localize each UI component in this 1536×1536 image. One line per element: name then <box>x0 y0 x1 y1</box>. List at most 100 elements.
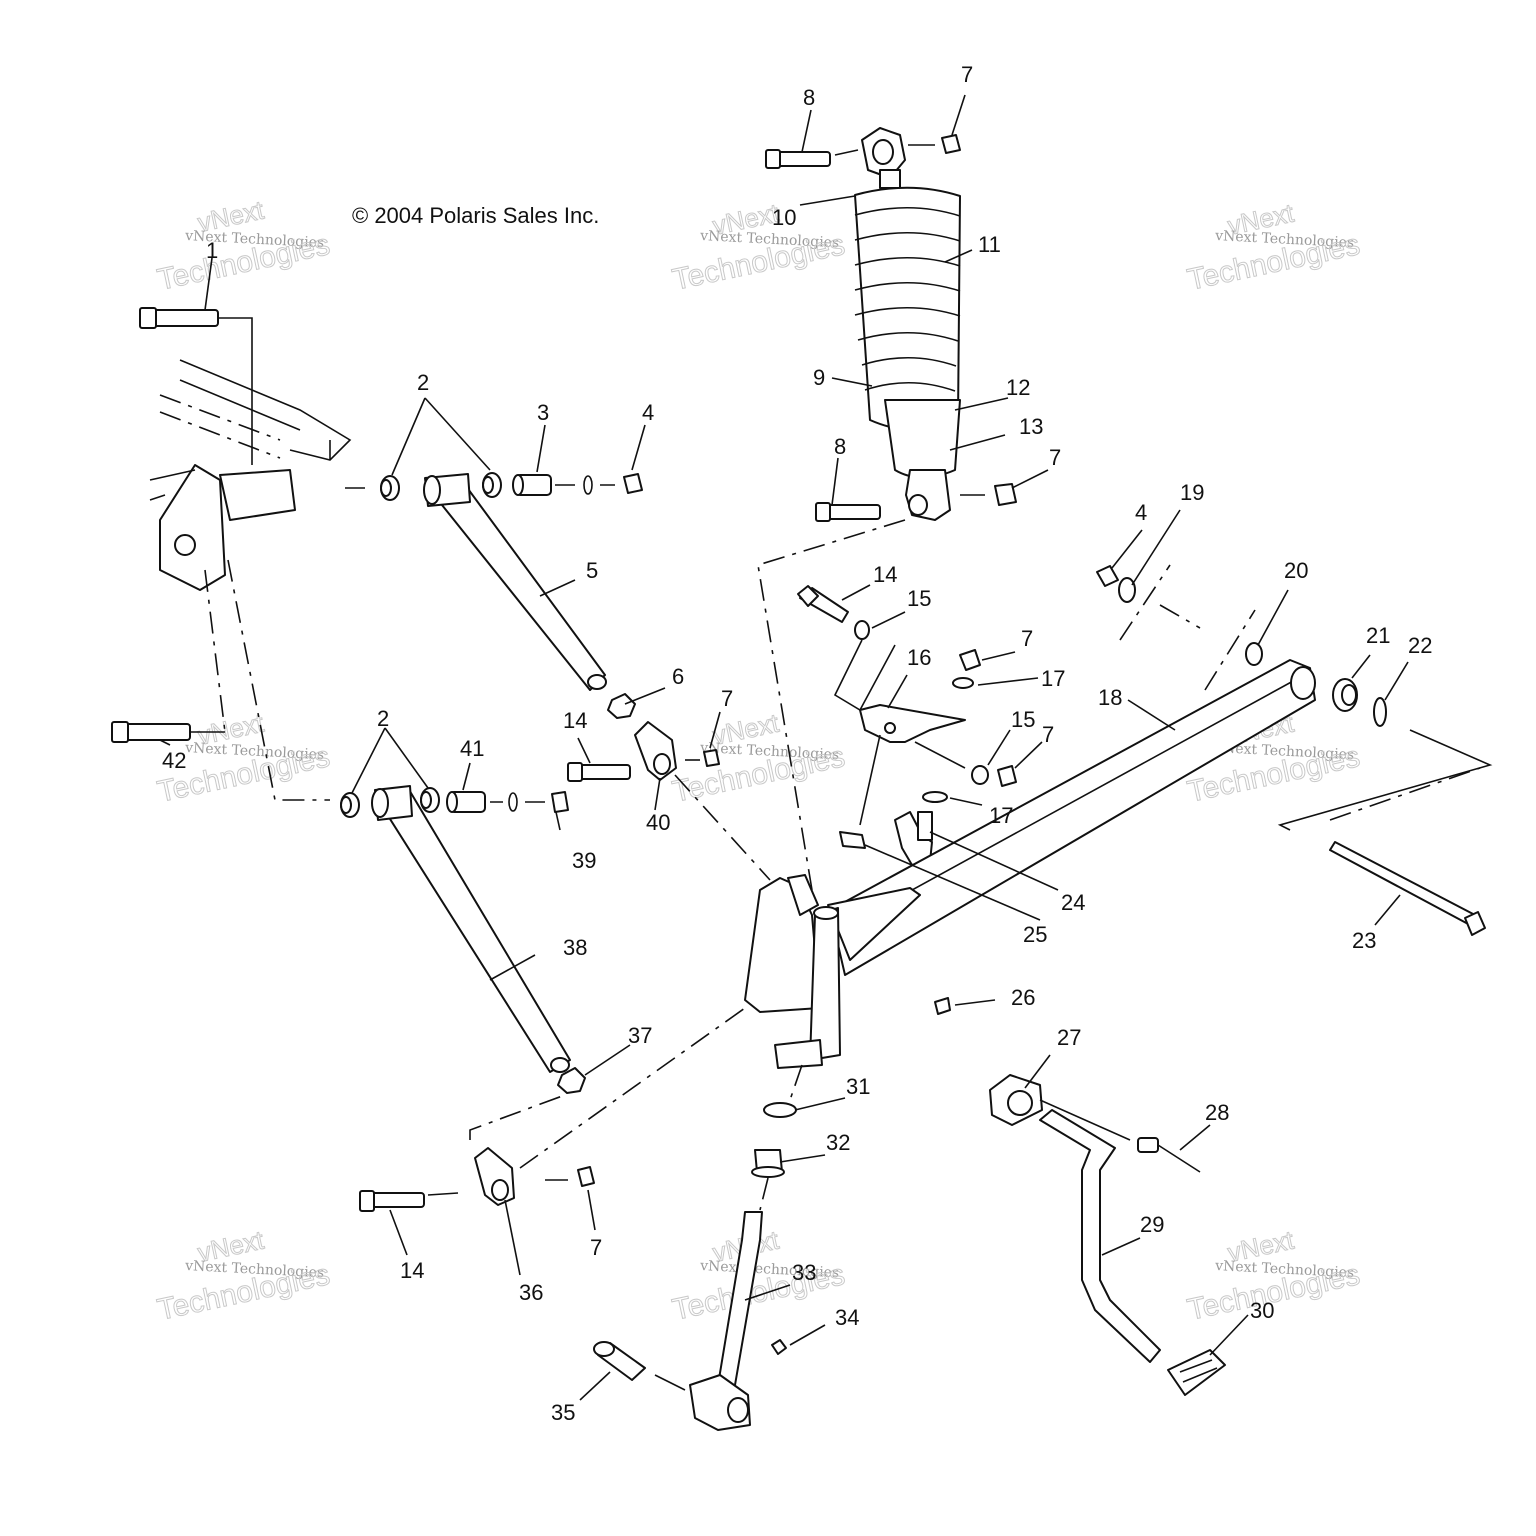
leader-frame-lower <box>204 559 330 801</box>
callout-15-bottom: 15 <box>1011 707 1035 732</box>
bolt-14-top <box>797 585 849 623</box>
leader-washers <box>1119 564 1256 691</box>
callout-16: 16 <box>907 645 931 670</box>
callout-7-mid: 7 <box>721 686 733 711</box>
leader-lower-rod <box>469 1007 746 1169</box>
callout-21: 21 <box>1366 623 1390 648</box>
ring-22 <box>1373 697 1387 727</box>
callout-33: 33 <box>792 1260 816 1285</box>
bolt-23 <box>1329 841 1486 936</box>
leader-1 <box>218 317 253 465</box>
callout-32: 32 <box>826 1130 850 1155</box>
jam-nut-6 <box>607 693 636 719</box>
steering-post-33 <box>689 1211 763 1431</box>
leader-25-up <box>859 734 881 826</box>
watermark-vnext-technologies: vNext Technologies <box>699 1258 840 1281</box>
callout-4-upper: 4 <box>642 400 654 425</box>
leader-shock-to-spindle <box>757 519 906 891</box>
leader-bracket-right <box>914 741 966 769</box>
bracket-16 <box>859 704 966 743</box>
pedal-pad-30 <box>1167 1349 1226 1396</box>
seal-31 <box>763 1102 797 1118</box>
copyright-notice: © 2004 Polaris Sales Inc. <box>352 203 599 228</box>
watermark-vnext-technologies: vNext Technologies <box>184 228 325 251</box>
leader-31-up <box>789 1064 803 1101</box>
callout-24: 24 <box>1061 890 1085 915</box>
leader-35 <box>654 1374 686 1391</box>
watermark-vnext-technologies: vNext Technologies <box>1214 228 1355 251</box>
leader-16 <box>833 639 896 712</box>
nut-7-top <box>941 134 961 154</box>
sleeve-41 <box>446 791 486 813</box>
callout-4-right: 4 <box>1135 500 1147 525</box>
nut-4-upper <box>623 473 643 494</box>
callout-27: 27 <box>1057 1025 1081 1050</box>
callout-15-top: 15 <box>907 586 931 611</box>
lower-arm-38 <box>371 785 571 1073</box>
callout-14-lower: 14 <box>400 1258 424 1283</box>
bushing-32 <box>751 1149 785 1178</box>
bushing-2-upper-right <box>482 472 502 498</box>
o-ring-lower <box>508 792 518 812</box>
callout-8-bottom: 8 <box>834 434 846 459</box>
watermark-vnext-technologies: vNext Technologies <box>184 1258 325 1281</box>
washer-15-top <box>854 620 870 640</box>
washer-19 <box>1118 577 1136 603</box>
callout-37: 37 <box>628 1023 652 1048</box>
callout-5: 5 <box>586 558 598 583</box>
watermark-bottom-left: vNext vNext Technologies Technologies <box>154 1224 333 1327</box>
callout-9: 9 <box>813 365 825 390</box>
nut-4-right <box>1096 565 1119 587</box>
callout-20: 20 <box>1284 558 1308 583</box>
frame-bracket <box>149 359 352 591</box>
bolt-14-lower <box>359 1190 425 1212</box>
leader-upper-rod <box>674 774 771 881</box>
callout-7-bracket: 7 <box>1021 626 1033 651</box>
nut-39 <box>551 791 569 813</box>
cap-25 <box>839 831 866 849</box>
callout-40: 40 <box>646 810 670 835</box>
grease-fitting-26 <box>934 997 951 1015</box>
callout-3: 3 <box>537 400 549 425</box>
callout-7-bracket-bottom: 7 <box>1042 722 1054 747</box>
callout-14-mid: 14 <box>563 708 587 733</box>
nut-7-bracket-bottom <box>997 765 1017 787</box>
watermark-top-center: vNext vNext Technologies Technologies <box>669 197 848 297</box>
callout-22: 22 <box>1408 633 1432 658</box>
callout-23: 23 <box>1352 928 1376 953</box>
callout-7-shock-bottom: 7 <box>1049 445 1061 470</box>
callout-34: 34 <box>835 1305 859 1330</box>
leader-23 <box>1277 729 1493 831</box>
leader-27 <box>1039 1099 1131 1141</box>
callout-25: 25 <box>1023 922 1047 947</box>
bolt-8-bottom <box>815 502 881 522</box>
leader-23-dash <box>1329 767 1481 821</box>
rod-end-36 <box>474 1147 515 1206</box>
nut-7-bottom <box>994 483 1017 506</box>
pin-28 <box>1137 1137 1201 1173</box>
nut-7-mid <box>703 749 720 767</box>
watermark-mid-center: vNext vNext Technologies Technologies <box>669 707 848 809</box>
bolt-1 <box>139 307 219 329</box>
watermark-top-left: vNext vNext Technologies Technologies <box>154 194 333 297</box>
shock-absorber <box>854 127 961 521</box>
callout-29: 29 <box>1140 1212 1164 1237</box>
callout-6: 6 <box>672 664 684 689</box>
spindle-knuckle <box>744 874 841 1069</box>
washer-20 <box>1245 642 1263 666</box>
callout-38: 38 <box>563 935 587 960</box>
nut-7-bracket <box>959 649 981 671</box>
watermark-vnext-technologies: vNext Technologies <box>699 740 840 763</box>
leader-32-down <box>759 1177 769 1211</box>
bolt-14-mid <box>567 762 631 782</box>
upper-arm-5 <box>423 473 607 691</box>
mount-27 <box>989 1074 1043 1126</box>
callout-42: 42 <box>162 748 186 773</box>
watermark-vnext-technologies: vNext Technologies <box>699 228 840 251</box>
callout-14-top: 14 <box>873 562 897 587</box>
callout-39: 39 <box>572 848 596 873</box>
rod-end-40 <box>634 721 677 781</box>
callout-7-lower: 7 <box>590 1235 602 1260</box>
callout-17-bottom: 17 <box>989 803 1013 828</box>
